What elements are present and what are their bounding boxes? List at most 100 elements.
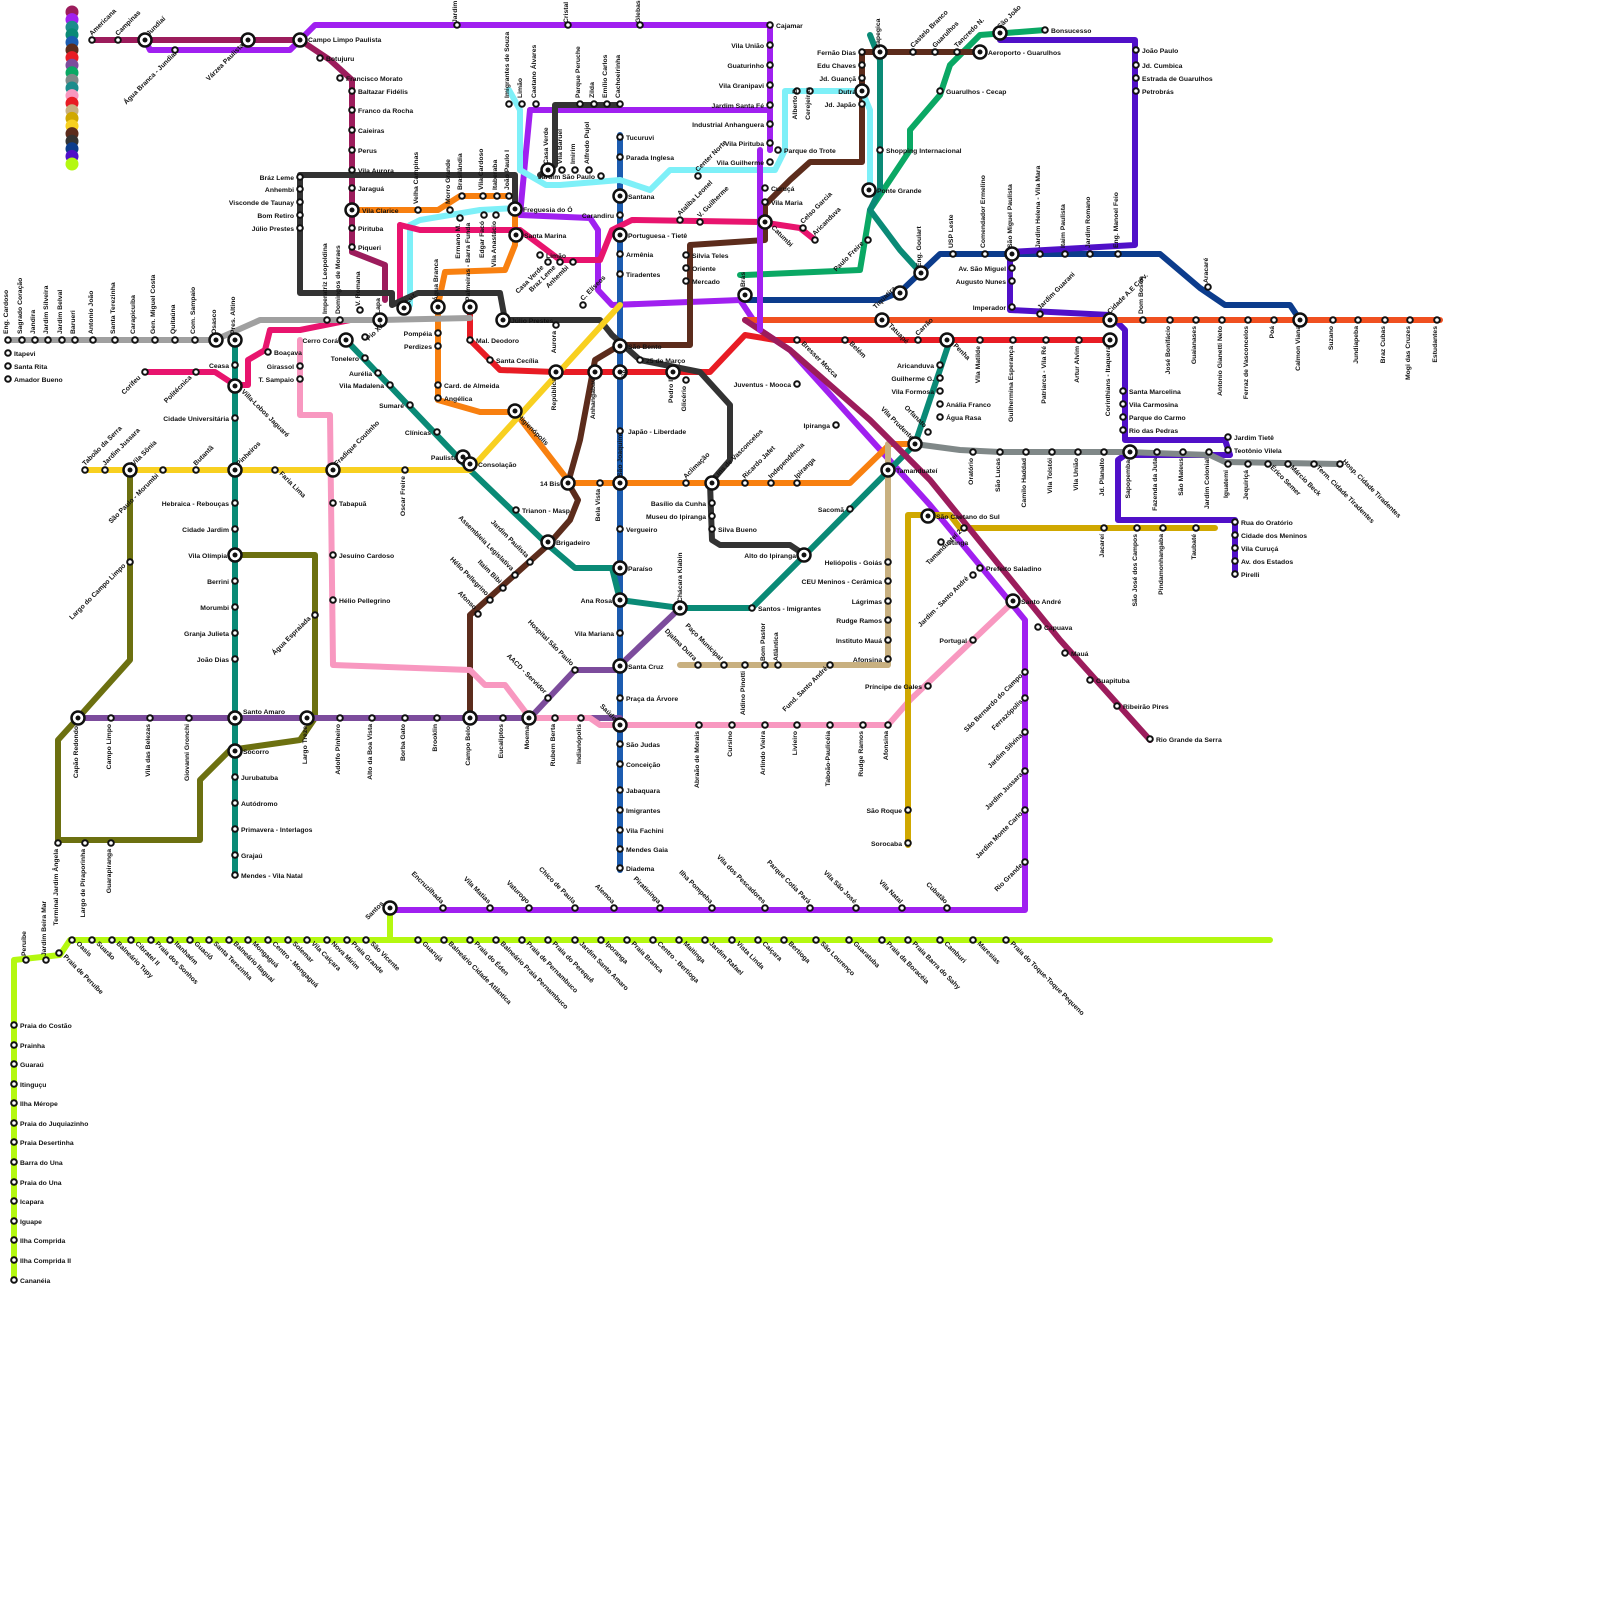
station-primavera-interlagos-marker[interactable] xyxy=(232,826,238,832)
station-cidade-universitaria-marker[interactable] xyxy=(232,415,238,421)
station-guilherme-g-marker[interactable] xyxy=(937,375,943,381)
station-bresser-mocca-marker[interactable] xyxy=(794,337,800,343)
station-santa-terezinha-marker[interactable] xyxy=(112,337,118,343)
station-taubate-marker[interactable] xyxy=(1193,525,1199,531)
station-rudge-ramos-marker[interactable] xyxy=(885,617,891,623)
station-t-sampaio-marker[interactable] xyxy=(297,376,303,382)
station-imperador-marker[interactable] xyxy=(1009,304,1015,310)
station-cursino-marker[interactable] xyxy=(729,722,735,728)
station-praia-toque-toque-marker[interactable] xyxy=(1003,937,1009,943)
station-ipiranga-marker[interactable] xyxy=(794,480,800,486)
station-ermano-m-marker[interactable] xyxy=(457,215,463,221)
station-boacava-marker[interactable] xyxy=(265,349,271,355)
station-praia-branca-marker[interactable] xyxy=(624,937,630,943)
station-vila-pirituba-marker[interactable] xyxy=(767,140,773,146)
station-perdizes-marker[interactable] xyxy=(435,343,441,349)
station-jardim-santo-amaro-marker[interactable] xyxy=(572,937,578,943)
station-camilo-haddad-marker[interactable] xyxy=(1023,449,1029,455)
station-sumare-marker[interactable] xyxy=(407,402,413,408)
station-granja-julieta-marker[interactable] xyxy=(232,630,238,636)
station-capuava-marker[interactable] xyxy=(1035,624,1041,630)
station-av-sao-miguel-marker[interactable] xyxy=(1009,265,1015,271)
station-aracare-marker[interactable] xyxy=(1205,284,1211,290)
station-vila-carmosina-marker[interactable] xyxy=(1120,401,1126,407)
station-dom-bosco-marker[interactable] xyxy=(1140,317,1146,323)
station-jandira-marker[interactable] xyxy=(32,337,38,343)
station-largo-do-campo-limpo-marker[interactable] xyxy=(127,559,133,565)
station-icapara-marker[interactable] xyxy=(11,1198,17,1204)
station-atlantica-marker[interactable] xyxy=(775,662,781,668)
station-parque-cotia-para-marker[interactable] xyxy=(807,905,813,911)
station-aldino-pinotti-marker[interactable] xyxy=(742,662,748,668)
station-sagrado-coracao-marker[interactable] xyxy=(19,337,25,343)
station-cibratel-ii-marker[interactable] xyxy=(128,937,134,943)
station-emilio-carlos-marker[interactable] xyxy=(604,101,610,107)
station-brooklin-marker[interactable] xyxy=(434,715,440,721)
station-jardim-jussara-b-marker[interactable] xyxy=(1022,768,1028,774)
station-pirituba-marker[interactable] xyxy=(349,225,355,231)
station-itaim-paulista-marker[interactable] xyxy=(1062,251,1068,257)
station-com-sampaio-marker[interactable] xyxy=(192,337,198,343)
station-sao-judas-marker[interactable] xyxy=(617,741,623,747)
station-berrini-marker[interactable] xyxy=(232,578,238,584)
station-vaturogo-marker[interactable] xyxy=(526,905,532,911)
station-anhembi-marker[interactable] xyxy=(297,186,303,192)
station-guacio-marker[interactable] xyxy=(187,937,193,943)
station-assembleia-legislativa-marker[interactable] xyxy=(512,572,518,578)
station-guarulhos-marker[interactable] xyxy=(932,49,938,55)
station-poa-marker[interactable] xyxy=(1271,317,1277,323)
station-itaberaba-marker[interactable] xyxy=(494,193,500,199)
station-julio-prestes-left-marker[interactable] xyxy=(297,225,303,231)
station-vila-matias-marker[interactable] xyxy=(487,905,493,911)
station-botujuru-marker[interactable] xyxy=(317,55,323,61)
station-arlindo-vieira-marker[interactable] xyxy=(762,722,768,728)
station-armenia-marker[interactable] xyxy=(617,251,623,257)
station-taboao-da-serra-marker[interactable] xyxy=(82,467,88,473)
station-solemar-marker[interactable] xyxy=(285,937,291,943)
station-sorocaba-marker[interactable] xyxy=(905,840,911,846)
station-artur-alvim-marker[interactable] xyxy=(1076,337,1082,343)
station-braz-cubas-marker[interactable] xyxy=(1382,317,1388,323)
station-balneario-itaguai-marker[interactable] xyxy=(226,937,232,943)
station-politecnica-marker[interactable] xyxy=(193,369,199,375)
station-camburi-marker[interactable] xyxy=(937,937,943,943)
station-orfanato-marker[interactable] xyxy=(925,429,931,435)
station-pirelli-marker[interactable] xyxy=(1232,571,1238,577)
station-silva-bueno-marker[interactable] xyxy=(709,526,715,532)
station-erico-semer-marker[interactable] xyxy=(1265,461,1271,467)
station-glicerio-marker[interactable] xyxy=(683,377,689,383)
station-praia-do-costao-marker[interactable] xyxy=(11,1022,17,1028)
station-silvia-teles-marker[interactable] xyxy=(683,252,689,258)
station-curuca-marker[interactable] xyxy=(762,185,768,191)
station-indianopolis-marker[interactable] xyxy=(578,715,584,721)
station-itanhaem-marker[interactable] xyxy=(167,937,173,943)
station-francisco-morato-marker[interactable] xyxy=(337,75,343,81)
station-amador-bueno-marker[interactable] xyxy=(5,376,11,382)
station-trianon-masp-marker[interactable] xyxy=(513,507,519,513)
station-caetano-alvares-marker[interactable] xyxy=(533,101,539,107)
station-jardim-tiete-marker[interactable] xyxy=(1225,434,1231,440)
station-jardim-jussara-marker[interactable] xyxy=(102,467,108,473)
station-guaianases-marker[interactable] xyxy=(1193,317,1199,323)
station-jd-cumbica-marker[interactable] xyxy=(1133,62,1139,68)
station-belem-marker[interactable] xyxy=(842,337,848,343)
station-celso-garcia-marker[interactable] xyxy=(800,225,806,231)
station-piratininga-marker[interactable] xyxy=(657,905,663,911)
station-vila-curuca-marker[interactable] xyxy=(1232,545,1238,551)
station-baltazar-fidelis-marker[interactable] xyxy=(349,88,355,94)
station-alto-da-boa-vista-marker[interactable] xyxy=(369,715,375,721)
station-americana-marker[interactable] xyxy=(89,37,95,43)
station-helio-pellegrino-marker[interactable] xyxy=(487,597,493,603)
station-joao-paulo-marker[interactable] xyxy=(1133,47,1139,53)
station-aricanduva-marker[interactable] xyxy=(937,362,943,368)
station-jardim-belval-marker[interactable] xyxy=(59,337,65,343)
station-ilha-merope-marker[interactable] xyxy=(11,1100,17,1106)
station-piqueri-marker[interactable] xyxy=(349,244,355,250)
station-jabaquara-marker[interactable] xyxy=(617,787,623,793)
station-vila-granipavi-marker[interactable] xyxy=(767,82,773,88)
station-santa-marcelina-marker[interactable] xyxy=(1120,388,1126,394)
station-praia-desertinha-marker[interactable] xyxy=(11,1139,17,1145)
station-lagrimas-marker[interactable] xyxy=(885,598,891,604)
station-maitinga-marker[interactable] xyxy=(676,937,682,943)
station-vila-anastacio-marker[interactable] xyxy=(493,212,499,218)
